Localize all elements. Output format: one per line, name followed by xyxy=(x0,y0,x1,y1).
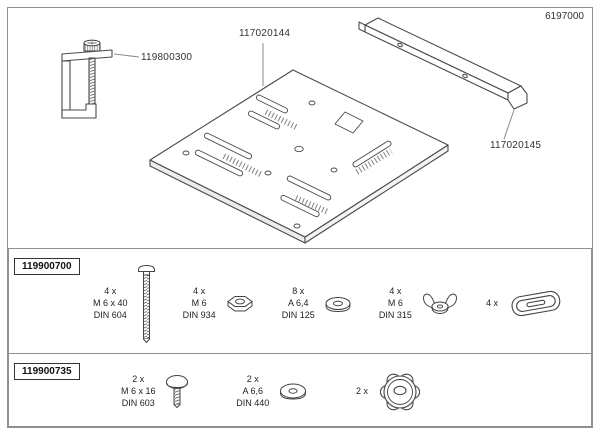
hw-qty: 2 x xyxy=(132,374,145,385)
hw-size: M 6 x 40 xyxy=(93,298,128,309)
carriage-bolt-icon xyxy=(137,264,155,344)
clamp-bracket-icon xyxy=(511,290,561,317)
hw-item-carriage-bolt: 4 x M 6 x 40 DIN 604 xyxy=(93,264,156,344)
screw-clamp-drawing xyxy=(61,39,113,119)
hw-spec: 4 x M 6 DIN 934 xyxy=(183,286,216,321)
hw-din: DIN 315 xyxy=(378,309,412,320)
hw-size: M 6 xyxy=(191,298,207,309)
hw-qty: 8 x xyxy=(292,286,305,297)
hw-item-clamp-bracket: 4 x xyxy=(486,284,565,324)
hardware-set-box-2: 119900735 2 x M 6 x 16 DIN 603 2 x A 6,6… xyxy=(8,353,592,427)
hw-qty: 4 x xyxy=(389,286,402,297)
hw-qty: 4 x xyxy=(485,298,498,309)
hw-spec: 2 x M 6 x 16 DIN 603 xyxy=(121,374,156,409)
hw-size: M 6 x 16 xyxy=(121,386,156,397)
plate-holes xyxy=(182,100,364,229)
hardware-set-box-1: 119900700 4 x M 6 x 40 DIN 604 4 x M 6 D… xyxy=(8,248,592,354)
part-label-clamp: 119800300 xyxy=(141,52,193,63)
hw-item-hex-nut: 4 x M 6 DIN 934 xyxy=(183,286,255,321)
hw-spec: 4 x xyxy=(486,298,498,310)
page-frame: 6197000 xyxy=(7,7,593,428)
hw-spec: 4 x M 6 x 40 DIN 604 xyxy=(93,286,128,321)
hw-item-washer: 8 x A 6,4 DIN 125 xyxy=(282,286,352,321)
washer-icon xyxy=(280,383,307,400)
hw-item-washer-large: 2 x A 6,6 DIN 440 xyxy=(236,374,308,409)
leader-lines xyxy=(113,43,515,140)
base-plate-drawing xyxy=(149,69,449,244)
hw-din: DIN 125 xyxy=(281,309,315,320)
hw-qty: 4 x xyxy=(193,286,206,297)
wing-nut-icon xyxy=(422,293,457,314)
hw-spec: 8 x A 6,4 DIN 125 xyxy=(282,286,315,321)
hw-din: DIN 604 xyxy=(93,309,127,320)
hex-nut-icon xyxy=(226,296,253,312)
plate-scale-ticks xyxy=(222,109,393,215)
hw-din: DIN 603 xyxy=(121,397,155,408)
hw-size: A 6,4 xyxy=(287,298,309,309)
hw-item-wing-nut: 4 x M 6 DIN 315 xyxy=(379,286,459,321)
star-knob-icon xyxy=(379,373,421,411)
hw-size: M 6 xyxy=(387,298,403,309)
hw-spec: 2 x A 6,6 DIN 440 xyxy=(236,374,269,409)
washer-icon xyxy=(325,296,351,312)
doc-number: 6197000 xyxy=(545,11,584,22)
hw-spec: 2 x xyxy=(356,386,368,398)
hw-din: DIN 934 xyxy=(182,309,216,320)
hw-spec: 4 x M 6 DIN 315 xyxy=(379,286,412,321)
part-label-rail: 117020145 xyxy=(490,140,542,151)
roundhead-bolt-icon xyxy=(165,375,188,409)
set-id-badge: 119900735 xyxy=(14,363,80,380)
plate-slots xyxy=(194,94,392,218)
hw-qty: 4 x xyxy=(104,286,117,297)
part-label-plate: 117020144 xyxy=(239,28,291,39)
support-rail-drawing xyxy=(358,17,528,110)
set-id-badge: 119900700 xyxy=(14,258,80,275)
hw-qty: 2 x xyxy=(246,374,259,385)
hw-item-star-knob: 2 x xyxy=(356,369,423,415)
hw-din: DIN 440 xyxy=(236,397,270,408)
hw-size: A 6,6 xyxy=(242,386,264,397)
hw-qty: 2 x xyxy=(355,386,368,397)
exploded-view-drawing xyxy=(61,17,528,244)
hw-item-roundhead-bolt: 2 x M 6 x 16 DIN 603 xyxy=(121,374,189,410)
